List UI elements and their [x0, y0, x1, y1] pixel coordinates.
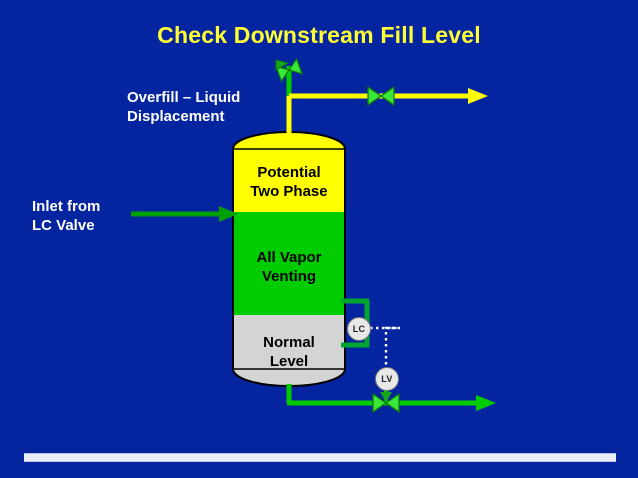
vessel-label-all-vapor-venting: All Vapor Venting: [256, 249, 322, 285]
inlet-label: Inlet from LC Valve: [32, 198, 101, 234]
vessel-section-all-vapor-venting: [233, 212, 345, 315]
overflow-outlet-arrow-icon: [468, 88, 488, 104]
overflow-header-valve[interactable]: [367, 85, 395, 107]
level-valve-bubble[interactable]: LV: [375, 367, 399, 391]
vent-discharge-flag-icon: [275, 59, 290, 71]
vessel-section-potential-two-phase: [233, 132, 345, 212]
overfill-label: Overfill – Liquid Displacement: [127, 89, 241, 125]
vessel-label-normal-level: Normal Level: [263, 334, 315, 370]
level-controller-bubble[interactable]: LC: [347, 317, 371, 341]
vent-valve[interactable]: [274, 57, 304, 83]
lv-actuator-arrow-icon: [380, 392, 392, 402]
lc-to-lv-signal-line: [370, 326, 400, 368]
vessel-label-potential-two-phase: Potential Two Phase: [250, 164, 328, 200]
vessel-section-normal-level: [233, 315, 345, 386]
outlet-control-valve[interactable]: [372, 392, 400, 414]
page-title: Check Downstream Fill Level: [157, 22, 481, 48]
footer-rule: [24, 453, 616, 462]
bottom-outlet-arrow-icon: [476, 395, 496, 411]
vertical-vessel: [232, 131, 346, 387]
